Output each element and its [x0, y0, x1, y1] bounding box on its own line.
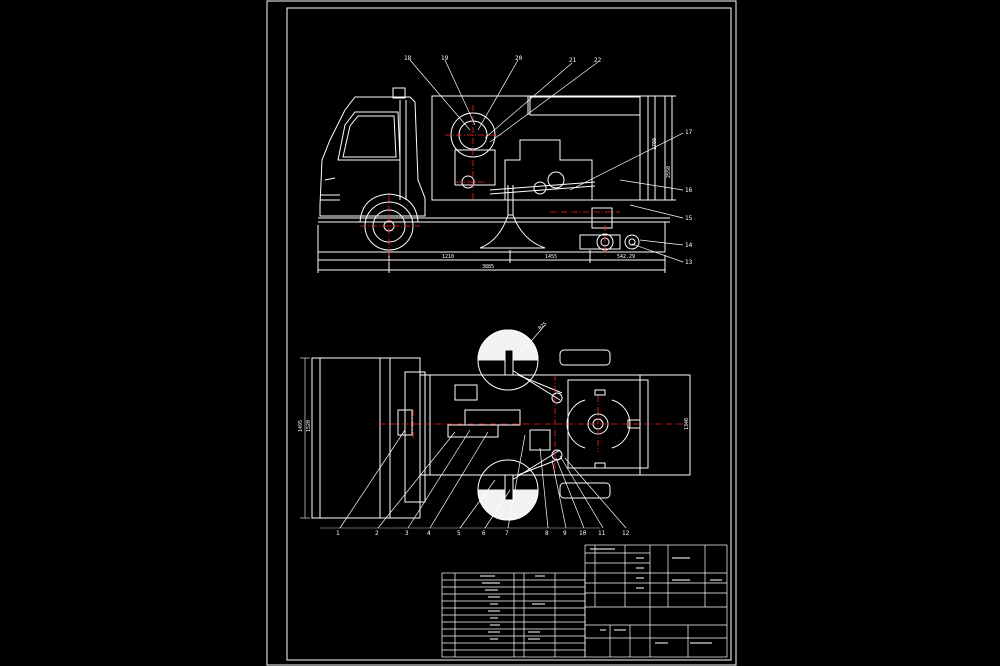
truck-cab	[319, 96, 426, 217]
cab-plan	[311, 357, 421, 519]
part-label-22: 22	[594, 57, 602, 64]
inner-frame	[286, 7, 732, 661]
part-label-10: 10	[579, 530, 587, 537]
part-label-2: 2	[375, 530, 379, 537]
dim-right: 1340	[684, 418, 690, 430]
dim-height-b: 1700	[652, 138, 658, 150]
hopper-body	[431, 95, 666, 201]
outer-frame	[266, 0, 737, 666]
plan-center-lines	[380, 375, 690, 475]
part-label-4: 4	[427, 530, 431, 537]
part-label-6: 6	[482, 530, 486, 537]
dim-radius: R75	[537, 321, 548, 331]
part-label-19: 19	[441, 55, 449, 62]
dim-width-b: 1520	[306, 420, 312, 432]
part-label-12: 12	[622, 530, 630, 537]
part-label-15: 15	[685, 215, 693, 222]
part-label-3: 3	[405, 530, 409, 537]
part-label-8: 8	[545, 530, 549, 537]
side-dimensions: 1210 1455 542.29 3885 2550 1700	[442, 138, 672, 270]
part-label-21: 21	[569, 57, 577, 64]
part-label-16: 16	[685, 187, 693, 194]
part-label-9: 9	[563, 530, 567, 537]
plan-part-labels: 1 2 3 4 5 6 7 8 9 10 11 12	[336, 530, 630, 537]
suction-nozzle	[479, 214, 546, 249]
side-part-labels: 18 19 20 21 22 17 16 15 14 13	[404, 55, 693, 266]
dim-overall: 3885	[482, 264, 494, 270]
part-label-7: 7	[505, 530, 509, 537]
part-label-11: 11	[598, 530, 606, 537]
dim-seg-c: 542.29	[617, 254, 635, 260]
dim-height-a: 2550	[666, 166, 672, 178]
part-label-13: 13	[685, 259, 693, 266]
dim-width-a: 1495	[298, 420, 304, 432]
part-label-20: 20	[515, 55, 523, 62]
title-block	[441, 544, 728, 658]
brush-discs	[477, 329, 539, 521]
part-label-5: 5	[457, 530, 461, 537]
dim-seg-a: 1210	[442, 254, 454, 260]
part-label-17: 17	[685, 129, 693, 136]
title-block-text-marks	[480, 548, 722, 644]
part-label-18: 18	[404, 55, 412, 62]
part-label-1: 1	[336, 530, 340, 537]
dim-seg-b: 1455	[545, 254, 557, 260]
part-label-14: 14	[685, 242, 693, 249]
plan-dimensions: 1495 1520 R75 1340	[298, 321, 690, 432]
